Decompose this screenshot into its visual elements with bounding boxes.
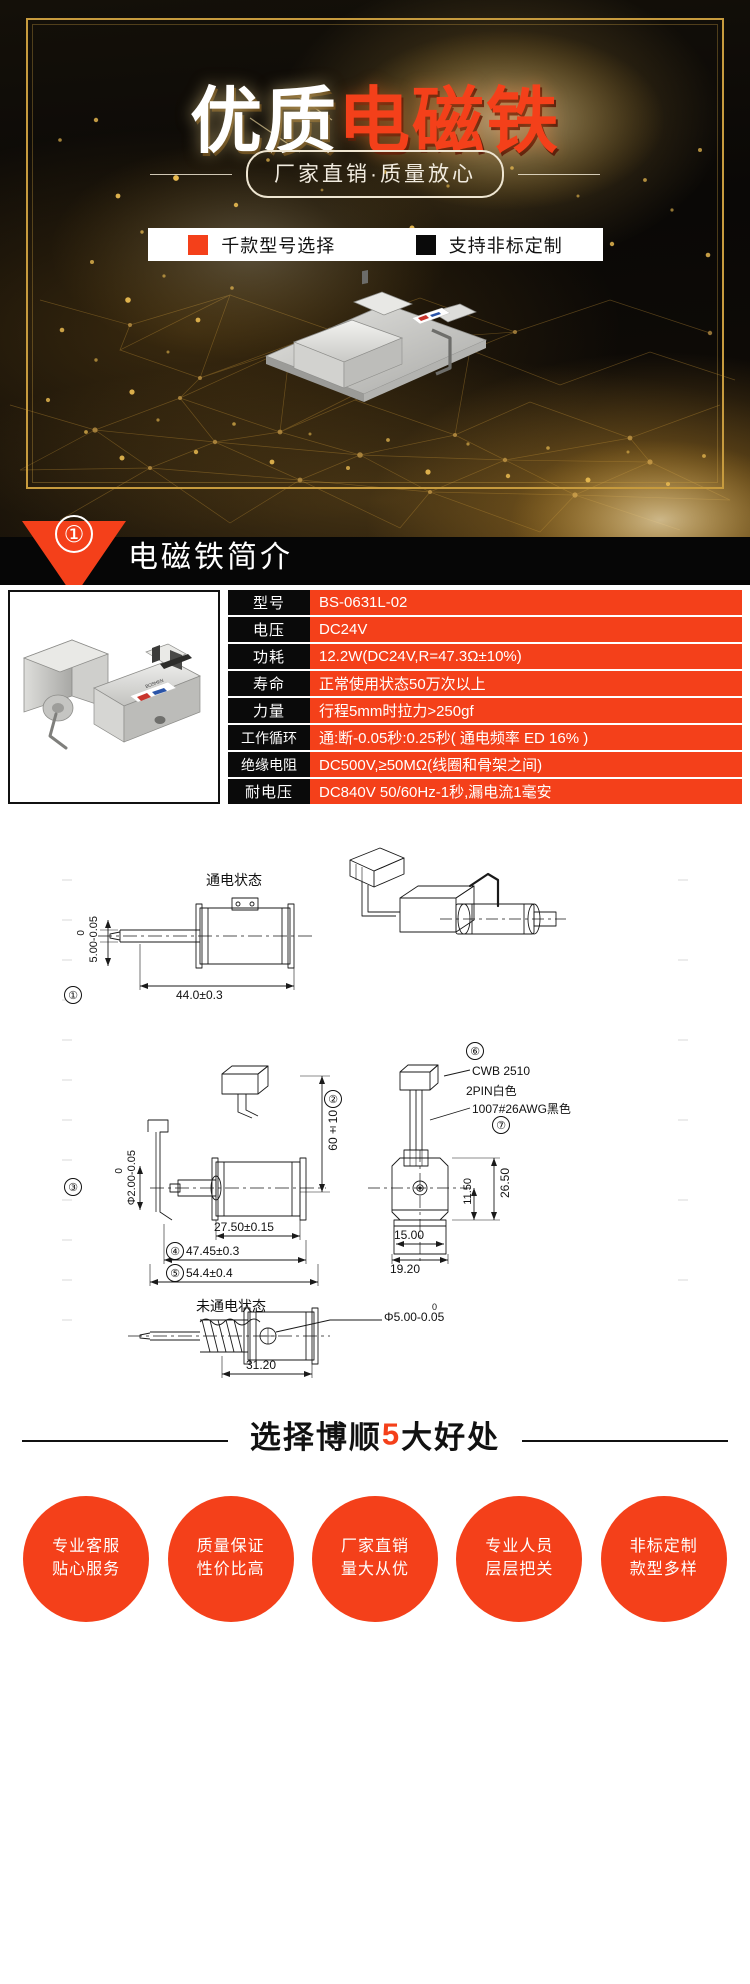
spec-key-life: 寿命 [228, 671, 310, 696]
dim-width-15: 15.00 [394, 1228, 425, 1242]
hero-tag-models: 千款型号选择 [148, 232, 376, 258]
spec-key-voltage: 电压 [228, 617, 310, 642]
dim-height-26: 26.50 [498, 1168, 512, 1199]
hero-tag-bar: 千款型号选择 支持非标定制 [148, 228, 603, 261]
svg-text:BOSHEN: BOSHEN [145, 678, 165, 689]
table-row: 工作循环 通:断-0.05秒:0.25秒( 通电频率 ED 16% ) [228, 725, 742, 750]
spec-value-withstand: DC840V 50/60Hz-1秒,漏电流1毫安 [310, 779, 742, 804]
callout-4: ④ [166, 1242, 184, 1260]
dim-body-length: 27.50±0.15 [214, 1220, 274, 1234]
spec-key-withstand: 耐电压 [228, 779, 310, 804]
spec-value-duty-cycle: 通:断-0.05秒:0.25秒( 通电频率 ED 16% ) [310, 725, 742, 750]
dim-width-19: 19.20 [390, 1262, 421, 1276]
advantages-title-highlight: 5 [381, 1416, 402, 1452]
section-title: 电磁铁简介 [128, 541, 293, 574]
dim-stroke-5mm: 5.00-0.05 [88, 916, 100, 963]
table-row: 绝缘电阻 DC500V,≥50MΩ(线圈和骨架之间) [228, 752, 742, 777]
advantages-circle-list: 专业客服 贴心服务 质量保证 性价比高 厂家直销 量大从优 专业人员 层层把关 … [0, 1496, 750, 1622]
table-row: 耐电压 DC840V 50/60Hz-1秒,漏电流1毫安 [228, 779, 742, 804]
drawing-state-off-label: 未通电状态 [196, 1298, 266, 1314]
spec-value-life: 正常使用状态50万次以上 [310, 671, 742, 696]
note-wire-spec: 1007#26AWG黑色 [472, 1102, 571, 1116]
hero-product-photo [264, 269, 488, 402]
hero-subtitle-row: 厂家直销·质量放心 [0, 150, 750, 198]
spec-value-insulation: DC500V,≥50MΩ(线圈和骨架之间) [310, 752, 742, 777]
dim-height-60: 60±10 [326, 1110, 340, 1151]
callout-7: ⑦ [492, 1116, 510, 1134]
advantages-title-prefix: 选择博顺 [249, 1420, 382, 1455]
black-square-icon [415, 234, 436, 255]
dim-mid-length: 47.45±0.3 [186, 1244, 240, 1258]
advantage-line2-staff: 层层把关 [485, 1561, 554, 1578]
orange-square-icon [188, 234, 209, 255]
table-row: 型号 BS-0631L-02 [228, 590, 742, 615]
dim-phi5-upper: 0 [432, 1302, 438, 1312]
note-connector-pins: 2PIN白色 [466, 1084, 517, 1098]
spec-product-photo: BOSHEN [8, 590, 220, 804]
spec-key-model: 型号 [228, 590, 310, 615]
dim-height-11: 11.50 [462, 1178, 474, 1205]
spec-key-force: 力量 [228, 698, 310, 723]
hero-title-white: 优质 [189, 79, 338, 163]
dim-phi2: Φ2.00-0.05 [126, 1150, 138, 1206]
dim-stroke-5mm-upper: 0 [76, 930, 87, 936]
advantage-item-quality[interactable]: 质量保证 性价比高 [167, 1496, 294, 1622]
advantages-title: 选择博顺5大好处 [0, 1412, 750, 1457]
spec-key-insulation: 绝缘电阻 [228, 752, 310, 777]
spec-table: 型号 BS-0631L-02 电压 DC24V 功耗 12.2W(DC24V,R… [228, 590, 742, 806]
callout-2: ② [324, 1090, 342, 1108]
hero-title: 优质电磁铁 [0, 62, 750, 167]
advantage-item-factory[interactable]: 厂家直销 量大从优 [311, 1496, 438, 1622]
table-row: 功耗 12.2W(DC24V,R=47.3Ω±10%) [228, 644, 742, 669]
dim-total-length: 54.4±0.4 [186, 1266, 233, 1280]
subtitle-rule-left [150, 173, 232, 175]
advantage-item-staff[interactable]: 专业人员 层层把关 [456, 1496, 583, 1622]
hero-banner: 优质电磁铁 厂家直销·质量放心 千款型号选择 支持非标定制 [0, 0, 750, 585]
cad-drawing-image [62, 847, 688, 1378]
advantages-title-suffix: 大好处 [401, 1420, 501, 1455]
drawing-state-on-label: 通电状态 [206, 872, 262, 888]
hero-tag-label-models: 千款型号选择 [221, 235, 336, 256]
spec-key-power: 功耗 [228, 644, 310, 669]
spec-value-force: 行程5mm时拉力>250gf [310, 698, 742, 723]
advantage-item-service[interactable]: 专业客服 贴心服务 [23, 1496, 150, 1622]
advantages-section: 选择博顺5大好处 专业客服 贴心服务 质量保证 性价比高 厂家直销 量大从优 专… [0, 1400, 750, 1984]
spec-block: BOSHEN 型号 BS-0631L-02 电压 DC24V 功耗 12.2W(… [0, 585, 750, 815]
advantage-line2-service: 贴心服务 [52, 1561, 121, 1578]
hero-tag-label-custom: 支持非标定制 [448, 235, 563, 256]
callout-6: ⑥ [466, 1042, 484, 1060]
spec-value-power: 12.2W(DC24V,R=47.3Ω±10%) [310, 644, 742, 669]
advantage-line1-service: 专业客服 [52, 1538, 121, 1556]
section-number-badge: ① [55, 515, 93, 553]
advantage-line2-factory: 量大从优 [340, 1561, 409, 1578]
callout-5: ⑤ [166, 1264, 184, 1282]
hero-tag-custom: 支持非标定制 [376, 232, 604, 258]
table-row: 力量 行程5mm时拉力>250gf [228, 698, 742, 723]
advantage-line1-quality: 质量保证 [196, 1538, 265, 1556]
advantage-line2-quality: 性价比高 [196, 1561, 265, 1578]
dim-offset-length: 31.20 [246, 1358, 277, 1372]
technical-drawing: 通电状态 未通电状态 44.0±0.3 5.00-0.05 0 60±10 Φ2… [0, 820, 750, 1390]
table-row: 寿命 正常使用状态50万次以上 [228, 671, 742, 696]
callout-3: ③ [64, 1178, 82, 1196]
advantage-line2-custom: 款型多样 [629, 1561, 698, 1578]
advantage-item-custom[interactable]: 非标定制 款型多样 [600, 1496, 727, 1622]
advantage-line1-staff: 专业人员 [485, 1538, 554, 1556]
table-row: 电压 DC24V [228, 617, 742, 642]
spec-key-duty-cycle: 工作循环 [228, 725, 310, 750]
dim-phi2-upper: 0 [114, 1168, 125, 1174]
spec-value-voltage: DC24V [310, 617, 742, 642]
advantage-line1-custom: 非标定制 [629, 1538, 698, 1556]
subtitle-rule-right [518, 173, 600, 175]
product-photo-image: BOSHEN [10, 592, 218, 802]
advantage-line1-factory: 厂家直销 [340, 1538, 409, 1556]
spec-value-model: BS-0631L-02 [310, 590, 742, 615]
callout-1: ① [64, 986, 82, 1004]
section-header: ① 电磁铁简介 [0, 512, 750, 597]
dim-top-length: 44.0±0.3 [176, 988, 223, 1002]
hero-subtitle: 厂家直销·质量放心 [246, 150, 504, 198]
note-connector-model: CWB 2510 [472, 1064, 531, 1078]
hero-title-orange: 电磁铁 [338, 79, 561, 163]
dim-phi5: Φ5.00-0.05 [384, 1310, 445, 1324]
